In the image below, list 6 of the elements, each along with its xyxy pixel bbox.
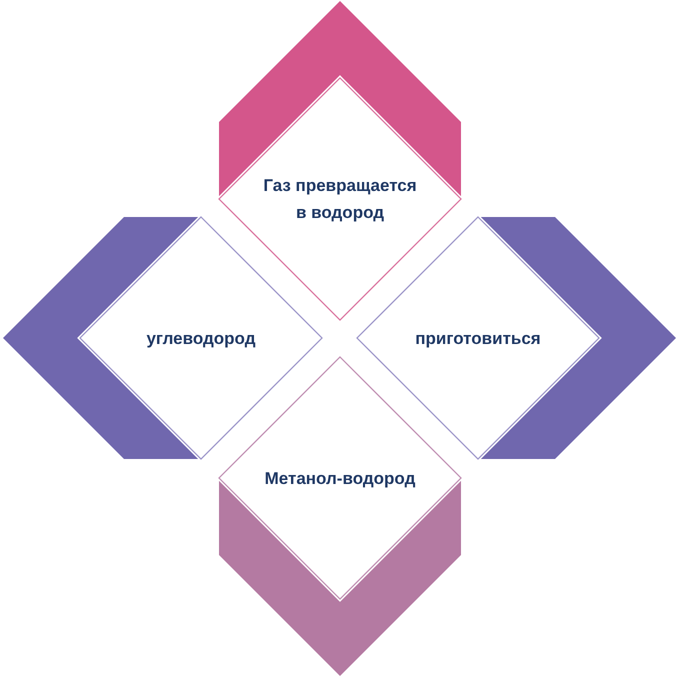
node-label: Газ превращается в водород	[262, 175, 418, 224]
node-label: Метанол-водород	[264, 468, 416, 490]
node-label: приготовиться	[415, 328, 541, 350]
node-label: углеводород	[146, 328, 256, 350]
chevron-shape	[219, 1, 461, 199]
diamond-shape	[216, 354, 464, 602]
